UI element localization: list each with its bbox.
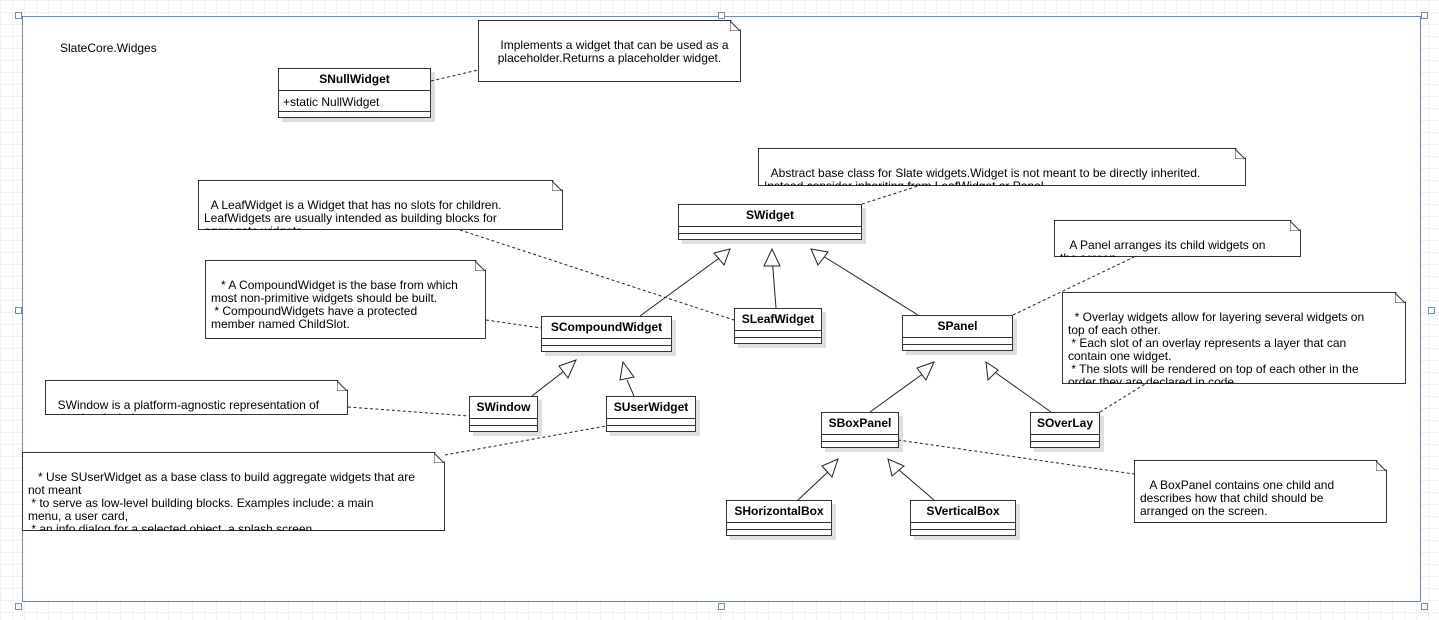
note-compoundwidget[interactable]: * A CompoundWidget is the base from whic… [205, 260, 486, 339]
note-panel[interactable]: A Panel arranges its child widgets on th… [1054, 220, 1301, 257]
class-name: SWindow [470, 397, 537, 419]
note-fold-icon [434, 453, 444, 463]
class-operations-compartment [279, 112, 430, 117]
class-name: SHorizontalBox [727, 501, 831, 523]
class-operations-compartment [607, 426, 695, 431]
class-operations-compartment [470, 426, 537, 431]
class-suserwidget[interactable]: SUserWidget [606, 396, 696, 432]
class-attributes-compartment [735, 331, 821, 338]
note-fold-icon [1376, 461, 1386, 471]
class-sboxpanel[interactable]: SBoxPanel [821, 412, 899, 448]
class-swidget[interactable]: SWidget [678, 204, 862, 240]
class-name: SUserWidget [607, 397, 695, 419]
note-text: * Use SUserWidget as a base class to bui… [28, 470, 415, 536]
class-attributes-compartment [822, 435, 898, 442]
class-attributes-compartment [903, 338, 1012, 345]
class-attributes-compartment [470, 419, 537, 426]
class-operations-compartment [727, 530, 831, 535]
class-attributes-compartment [607, 419, 695, 426]
resize-handle-bottom-right[interactable] [1421, 603, 1428, 610]
resize-handle-top-right[interactable] [1421, 12, 1428, 19]
class-soverlay[interactable]: SOverLay [1030, 412, 1100, 448]
class-name: SOverLay [1031, 413, 1099, 435]
note-fold-icon [552, 181, 562, 191]
class-name: SNullWidget [279, 69, 430, 91]
class-operations-compartment [679, 234, 861, 239]
resize-handle-middle-left[interactable] [15, 307, 22, 314]
class-operations-compartment [911, 530, 1015, 535]
note-userwidget[interactable]: * Use SUserWidget as a base class to bui… [22, 452, 445, 531]
note-text: Implements a widget that can be used as … [497, 38, 729, 65]
note-text: * Overlay widgets allow for layering sev… [1068, 310, 1365, 389]
package-title: SlateCore.Widges [60, 41, 157, 55]
class-attribute: +static NullWidget [279, 91, 430, 112]
class-name: SCompoundWidget [542, 317, 671, 339]
class-operations-compartment [903, 345, 1012, 350]
resize-handle-middle-right[interactable] [1428, 307, 1435, 314]
class-attributes-compartment [679, 227, 861, 234]
class-attributes-compartment [911, 523, 1015, 530]
note-fold-icon [337, 381, 347, 391]
class-attributes-compartment [727, 523, 831, 530]
class-name: SLeafWidget [735, 309, 821, 331]
class-attributes-compartment [1031, 435, 1099, 442]
note-fold-icon [730, 21, 740, 31]
note-boxpanel[interactable]: A BoxPanel contains one child and descri… [1134, 460, 1387, 523]
class-spanel[interactable]: SPanel [902, 315, 1013, 351]
note-nullwidget[interactable]: Implements a widget that can be used as … [478, 20, 741, 82]
note-fold-icon [1395, 293, 1405, 303]
resize-handle-top-left[interactable] [15, 12, 22, 19]
class-operations-compartment [735, 338, 821, 343]
note-text: A BoxPanel contains one child and descri… [1140, 478, 1335, 518]
class-operations-compartment [542, 346, 671, 351]
class-sleafwidget[interactable]: SLeafWidget [734, 308, 822, 344]
resize-handle-bottom-center[interactable] [718, 603, 725, 610]
class-snullwidget[interactable]: SNullWidget +static NullWidget [278, 68, 431, 118]
note-text: A Panel arranges its child widgets on th… [1069, 238, 1266, 252]
note-leafwidget[interactable]: A LeafWidget is a Widget that has no slo… [198, 180, 563, 230]
note-fold-icon [1290, 221, 1300, 231]
class-operations-compartment [1031, 442, 1099, 447]
class-operations-compartment [822, 442, 898, 447]
class-attributes-compartment [542, 339, 671, 346]
class-scompoundwidget[interactable]: SCompoundWidget [541, 316, 672, 352]
class-shorizontalbox[interactable]: SHorizontalBox [726, 500, 832, 536]
class-swindow[interactable]: SWindow [469, 396, 538, 432]
note-text: * A CompoundWidget is the base from whic… [211, 278, 458, 331]
note-widget[interactable]: Abstract base class for Slate widgets.Wi… [758, 148, 1246, 186]
resize-handle-top-center[interactable] [718, 12, 725, 19]
class-name: SBoxPanel [822, 413, 898, 435]
note-overlay[interactable]: * Overlay widgets allow for layering sev… [1062, 292, 1406, 384]
class-sverticalbox[interactable]: SVerticalBox [910, 500, 1016, 536]
class-name: SVerticalBox [911, 501, 1015, 523]
class-name: SWidget [679, 205, 861, 227]
resize-handle-bottom-left[interactable] [15, 603, 22, 610]
note-fold-icon [475, 261, 485, 271]
class-name: SPanel [903, 316, 1012, 338]
note-window[interactable]: SWindow is a platform-agnostic represent… [45, 380, 348, 415]
note-fold-icon [1235, 149, 1245, 159]
